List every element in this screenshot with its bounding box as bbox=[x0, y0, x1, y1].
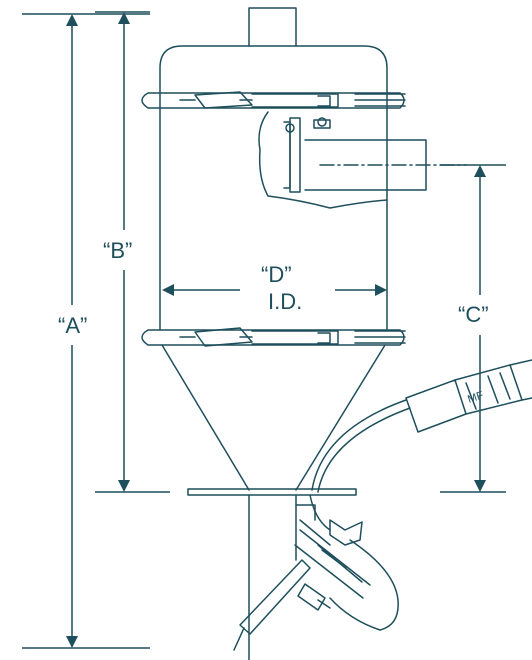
level-paddle bbox=[233, 559, 311, 651]
lower-clamp-band bbox=[141, 327, 406, 347]
inside-diameter-label: I.D. bbox=[268, 289, 302, 314]
discharge-pipe bbox=[248, 494, 297, 660]
connector-housing bbox=[405, 359, 532, 433]
mounting-plate bbox=[187, 488, 357, 496]
dimension-b-line bbox=[95, 11, 170, 493]
dimension-c-label: “C” bbox=[458, 302, 489, 327]
dimension-c-line bbox=[440, 164, 506, 493]
sensor-bracket bbox=[295, 504, 331, 546]
conical-hopper bbox=[161, 344, 386, 491]
cyclone-cylinder-body bbox=[159, 45, 388, 331]
tangential-inlet bbox=[258, 111, 427, 209]
level-sensor-assembly bbox=[294, 494, 399, 631]
top-outlet-pipe bbox=[248, 7, 297, 47]
dimension-b-label: “B” bbox=[103, 238, 132, 263]
sensor-cable bbox=[311, 399, 411, 493]
dimension-a-label: “A” bbox=[58, 313, 87, 338]
dimension-d-label: “D” bbox=[261, 262, 292, 287]
upper-clamp-band bbox=[141, 91, 406, 109]
connector-label: MF bbox=[466, 389, 485, 405]
